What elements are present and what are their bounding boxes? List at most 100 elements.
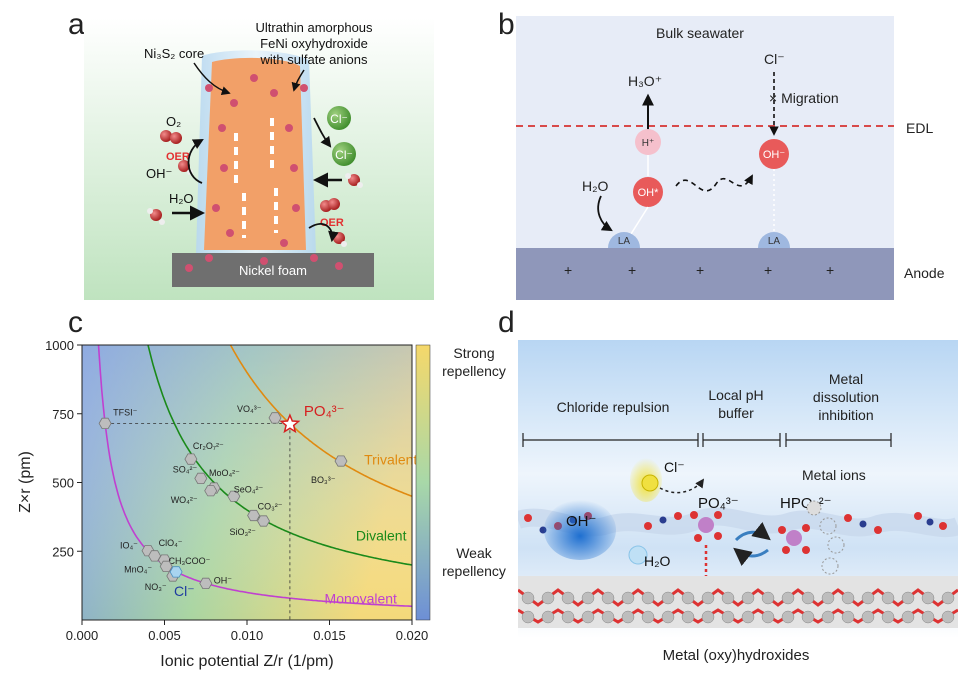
plus-4: +	[764, 262, 772, 278]
panel-d-label: d	[498, 306, 515, 339]
data-point-label-10: IO₄⁻	[120, 541, 138, 551]
chart-ylabel: Z×r (pm)	[17, 451, 34, 513]
shell-label-line2: FeNi oxyhydroxide	[260, 36, 368, 51]
data-point-label-0: TFSI⁻	[113, 407, 137, 417]
anode-label: Anode	[904, 265, 945, 281]
hplus-label: H⁺	[642, 138, 655, 149]
dissolution-line3: inhibition	[818, 407, 873, 423]
edl-label: EDL	[906, 120, 933, 136]
chloride-repulsion-label: Chloride repulsion	[557, 399, 670, 415]
ni3s2-core-label: Ni₃S₂ core	[144, 46, 204, 61]
h3o-label: H₃O⁺	[628, 73, 662, 89]
data-point-label-8: CO₃²⁻	[258, 502, 283, 512]
ohstar-ball	[633, 177, 663, 207]
cl-point-label: Cl⁻	[174, 583, 195, 599]
xtick-label-1: 0.005	[148, 628, 181, 643]
ni3s2-core-rod	[204, 57, 306, 251]
data-point-label-9: SiO₃²⁻	[230, 527, 257, 537]
plus-2: +	[628, 262, 636, 278]
curve-label-monovalent: Monovalent	[325, 591, 397, 607]
panel-a-label: a	[68, 8, 85, 41]
o2-label: O₂	[166, 114, 181, 129]
data-point-6	[204, 485, 218, 497]
oh-label: OH⁻	[566, 513, 596, 530]
xtick-label-0: 0.000	[66, 628, 99, 643]
la-label-2: LA	[768, 236, 781, 247]
colorbar-top-line2: repellency	[442, 363, 506, 379]
shell-label-line1: Ultrathin amorphous	[255, 20, 373, 35]
migration-label: × Migration	[769, 90, 839, 106]
data-point-1	[268, 412, 282, 424]
plus-1: +	[564, 262, 572, 278]
bulk-seawater-label: Bulk seawater	[656, 25, 744, 41]
data-point-label-5: MoO₄²⁻	[209, 468, 240, 478]
ytick-label-1: 500	[52, 476, 74, 491]
data-point-label-2: BO₃³⁻	[311, 475, 336, 485]
cl-label-2: Cl⁻	[335, 148, 353, 162]
panel-b-label: b	[498, 8, 515, 41]
data-point-9	[257, 515, 270, 527]
curve-label-trivalent: Trivalent	[364, 452, 417, 468]
ytick-label-3: 1000	[45, 338, 74, 353]
ohminus-ball	[759, 139, 789, 169]
data-point-label-1: VO₄³⁻	[237, 404, 262, 414]
panel-c-chart: TFSI⁻VO₄³⁻BO₃³⁻Cr₂O₇²⁻SO₄²⁻MoO₄²⁻WO₄²⁻Se…	[17, 338, 506, 670]
cl-label: Cl⁻	[764, 51, 785, 67]
curve-monovalent	[97, 345, 412, 608]
ohminus-label: OH⁻	[763, 149, 786, 161]
h2o-label: H₂O	[582, 178, 609, 194]
data-point-label-3: Cr₂O₇²⁻	[193, 441, 224, 451]
cl-ball-1	[327, 106, 351, 130]
po4-label: PO₄³⁻	[698, 495, 739, 512]
cl-label-1: Cl⁻	[330, 112, 348, 126]
data-point-label-12: CH₃COO⁻	[169, 556, 211, 566]
lattice-atoms	[518, 588, 958, 624]
po4-star-label: PO₄³⁻	[304, 403, 345, 420]
dissolution-line2: dissolution	[813, 389, 879, 405]
plus-5: +	[826, 262, 834, 278]
xtick-label-4: 0.020	[396, 628, 429, 643]
hplus-ball	[635, 129, 661, 155]
data-point-label-13: MnO₄⁻	[124, 564, 152, 574]
data-point-3	[184, 453, 198, 465]
data-point-15	[199, 577, 213, 590]
la-label-1: LA	[618, 236, 631, 247]
colorbar-bottom-line1: Weak	[456, 545, 493, 561]
metal-ions-label: Metal ions	[802, 467, 866, 483]
cl-label: Cl⁻	[664, 459, 685, 475]
ph-buffer-line2: buffer	[718, 405, 754, 421]
lewis-acid-site-2	[758, 232, 790, 248]
chart-xlabel: Ionic potential Z/r (1/pm)	[160, 653, 333, 670]
panel-b: Bulk seawater E EDL H₃O⁺ H⁺ OH* H₂O LA L…	[516, 16, 945, 300]
colorbar-bottom-line2: repellency	[442, 563, 506, 579]
data-point-4	[194, 472, 208, 485]
po4-star-point	[279, 413, 301, 434]
data-point-2	[334, 455, 348, 467]
shell-label-line3: with sulfate anions	[260, 52, 368, 67]
cl-point	[169, 566, 183, 578]
h2o-label: H₂O	[169, 191, 194, 206]
ohstar-label: OH*	[638, 187, 660, 199]
panel-d: Chloride repulsion Local pH buffer Metal…	[518, 340, 958, 664]
oer-label-right: OER	[320, 217, 344, 229]
colorbar-top-line1: Strong	[453, 345, 494, 361]
data-point-13	[159, 560, 173, 573]
lewis-acid-site-1	[608, 232, 640, 248]
ph-buffer-line1: Local pH	[708, 387, 763, 403]
nickel-foam-label: Nickel foam	[239, 263, 307, 278]
data-point-label-14: NO₃⁻	[145, 582, 167, 592]
oh-label: OH⁻	[146, 166, 172, 181]
data-point-label-7: SeO₄²⁻	[234, 484, 264, 494]
metal-oxyhydroxides-label: Metal (oxy)hydroxides	[663, 647, 810, 664]
data-point-11	[148, 550, 162, 562]
colorbar	[415, 344, 431, 621]
xtick-label-2: 0.010	[231, 628, 264, 643]
xtick-label-3: 0.015	[313, 628, 346, 643]
oer-label-left: OER	[166, 151, 190, 163]
data-point-7	[227, 490, 241, 502]
data-point-label-4: SO₄²⁻	[173, 464, 198, 474]
h2o-label: H₂O	[644, 553, 671, 569]
ytick-label-0: 250	[52, 544, 74, 559]
po4-center	[698, 517, 714, 533]
ytick-label-2: 750	[52, 407, 74, 422]
